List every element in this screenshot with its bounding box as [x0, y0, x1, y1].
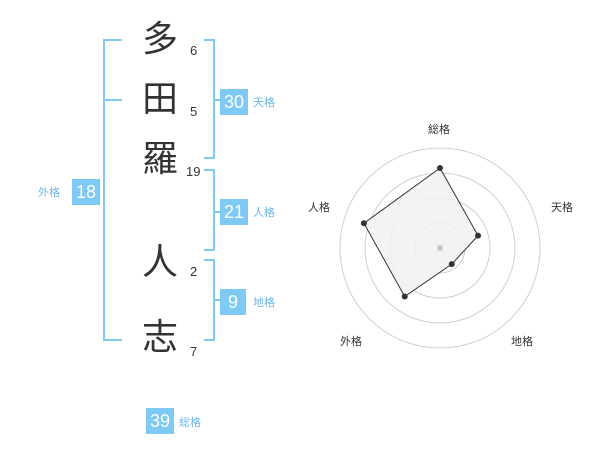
stroke-count-5: 7 — [190, 344, 198, 359]
radar-label-tenkaku: 天格 — [551, 201, 573, 214]
stroke-count-4: 2 — [190, 264, 198, 279]
radar-ring-4 — [339, 147, 541, 349]
radar-label-jinkaku: 人格 — [308, 201, 330, 214]
name-char-2: 田 — [141, 79, 178, 120]
radar-label-soukaku: 総格 — [428, 123, 450, 136]
gaikaku-value: 18 — [72, 179, 100, 205]
radar-label-chikaku: 地格 — [511, 335, 533, 348]
gaikaku-label: 外格 — [38, 186, 60, 199]
chikaku-value: 9 — [220, 289, 246, 315]
radar-point-jinkaku — [360, 220, 367, 227]
radar-point-chikaku — [448, 261, 455, 268]
jinkaku-value: 21 — [220, 199, 248, 225]
name-char-1: 多 — [141, 19, 178, 60]
name-char-3: 羅 — [141, 139, 178, 180]
stroke-count-2: 5 — [190, 104, 198, 119]
radar-polygon — [363, 167, 479, 298]
name-char-4: 人 — [141, 242, 178, 283]
tenkaku-value: 30 — [220, 89, 248, 115]
jinkaku-bracket — [204, 169, 215, 251]
radar-label-gaikaku: 外格 — [340, 335, 362, 348]
radar-point-tenkaku — [475, 232, 482, 239]
tenkaku-label: 天格 — [253, 96, 275, 109]
radar-point-soukaku — [437, 165, 443, 171]
chikaku-label: 地格 — [253, 296, 275, 309]
name-char-5: 志 — [141, 317, 178, 358]
soukaku-value: 39 — [146, 408, 174, 434]
stroke-count-1: 6 — [190, 43, 198, 58]
gaikaku-bracket — [103, 39, 122, 341]
jinkaku-label: 人格 — [253, 206, 275, 219]
soukaku-label: 総格 — [179, 416, 201, 429]
radar-center-dot — [437, 245, 443, 251]
stroke-count-3: 19 — [186, 164, 201, 179]
radar-point-gaikaku — [401, 293, 408, 300]
